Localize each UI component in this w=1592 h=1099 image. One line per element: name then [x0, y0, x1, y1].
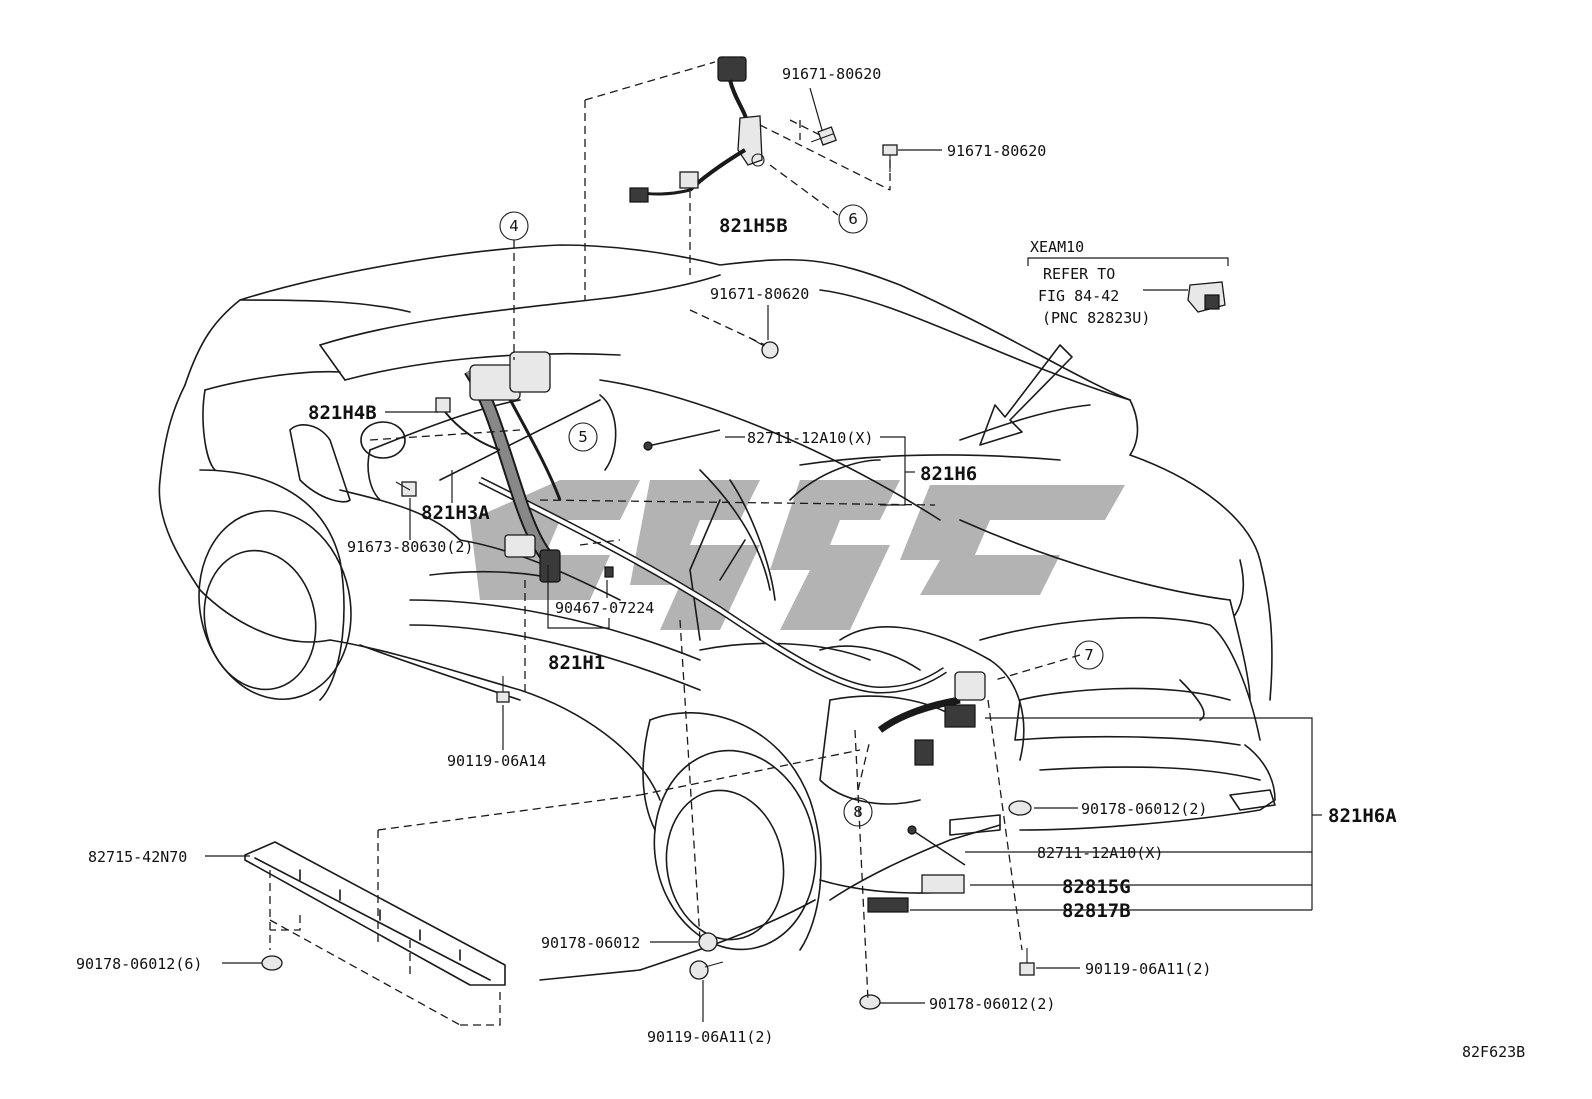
xeam-line3: (PNC 82823U)	[1042, 309, 1150, 327]
bolt-icon	[749, 337, 779, 359]
xeam-line2: FIG 84-42	[1038, 287, 1119, 305]
callout-4: 4	[499, 211, 529, 241]
xeam-title: XEAM10	[1030, 238, 1084, 256]
bolt-icon	[395, 481, 417, 497]
label-821H1: 821H1	[548, 652, 605, 674]
label-91671-mid: 91671-80620	[710, 285, 809, 303]
callout-6: 6	[838, 204, 868, 234]
vehicle-body	[158, 244, 1276, 981]
fasteners	[261, 126, 1035, 1010]
callout-8: 8	[843, 797, 873, 827]
clip-icon	[859, 994, 881, 1010]
bolt-icon	[496, 676, 510, 703]
bolt-icon	[1019, 948, 1035, 976]
assembly-lines	[269, 61, 1081, 1026]
svg-text:6: 6	[848, 210, 858, 228]
roof-wire-harness	[435, 351, 947, 694]
label-821H4B: 821H4B	[308, 402, 377, 424]
label-90178-single: 90178-06012	[541, 934, 640, 952]
label-90178-6: 90178-06012(6)	[76, 955, 202, 973]
label-90119-06A14: 90119-06A14	[447, 752, 546, 770]
callout-7: 7	[1074, 640, 1104, 670]
bolt-icon	[811, 126, 837, 146]
clip-icon	[1008, 800, 1032, 816]
label-90178-2-right: 90178-06012(2)	[1081, 800, 1207, 818]
rear-harness-components	[643, 429, 986, 913]
label-82817B: 82817B	[1062, 900, 1131, 922]
label-90467: 90467-07224	[555, 599, 654, 617]
label-82715: 82715-42N70	[88, 848, 187, 866]
label-90119-06A11-right: 90119-06A11(2)	[1085, 960, 1211, 978]
label-821H6: 821H6	[920, 463, 977, 485]
clip-icon	[698, 932, 718, 952]
part-labels: 91671-80620 91671-80620 821H5B 91671-806…	[76, 65, 1525, 1061]
side-rail-cover	[244, 841, 506, 986]
bolt-icon	[689, 960, 724, 980]
label-82711-lower: 82711-12A10(X)	[1037, 844, 1163, 862]
xeam-line1: REFER TO	[1043, 265, 1115, 283]
svg-text:8: 8	[853, 803, 863, 821]
label-91671-top: 91671-80620	[782, 65, 881, 83]
svg-text:4: 4	[509, 217, 519, 235]
callout-circles: 6 4 5 7 8	[499, 204, 1104, 827]
callout-5: 5	[568, 422, 598, 452]
label-90178-2-bottom: 90178-06012(2)	[929, 995, 1055, 1013]
label-821H3A: 821H3A	[421, 502, 490, 524]
label-821H6A: 821H6A	[1328, 805, 1397, 827]
label-82711-upper: 82711-12A10(X)	[747, 429, 873, 447]
figure-code: 82F623B	[1462, 1043, 1525, 1061]
svg-text:5: 5	[578, 428, 588, 446]
label-82815G: 82815G	[1062, 876, 1131, 898]
label-91671-right: 91671-80620	[947, 142, 1046, 160]
label-91673: 91673-80630(2)	[347, 538, 473, 556]
label-821H5B: 821H5B	[719, 215, 788, 237]
direction-arrow	[979, 344, 1073, 446]
label-90119-06A11-bottom: 90119-06A11(2)	[647, 1028, 773, 1046]
clip-icon	[261, 955, 283, 971]
svg-text:7: 7	[1084, 646, 1094, 664]
watermark-logo	[470, 480, 1125, 630]
label-leaders	[205, 87, 1322, 1022]
upper-sensor-harness	[629, 56, 765, 203]
xeam-reference-part	[1187, 281, 1226, 313]
